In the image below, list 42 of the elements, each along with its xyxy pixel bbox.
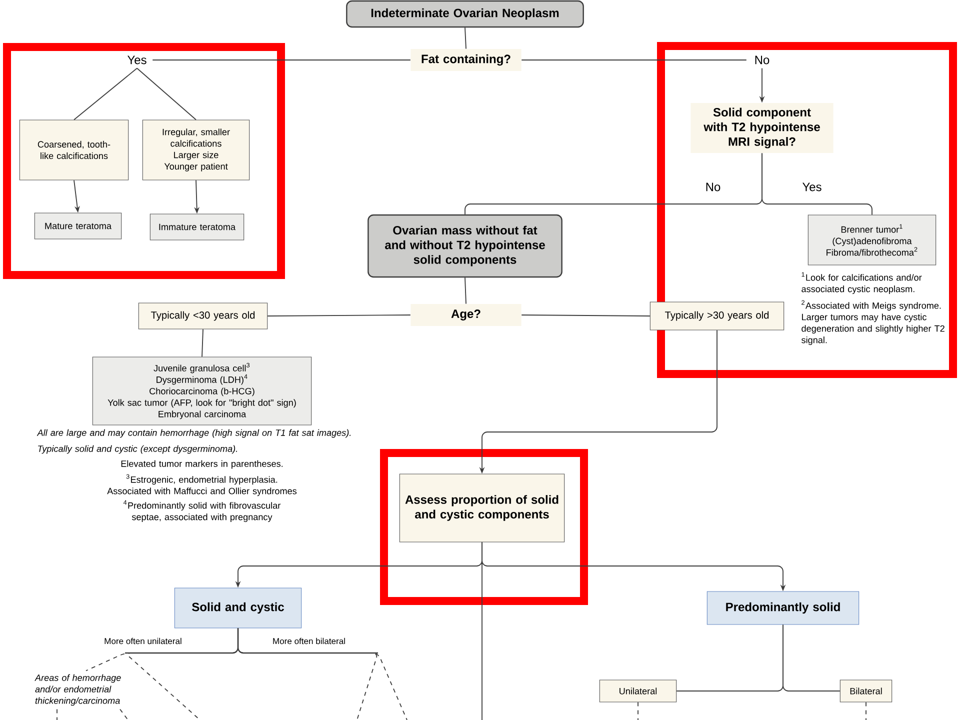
- process-box: Indeterminate Ovarian Neoplasm: [346, 0, 584, 28]
- finding-box: Coarsened, tooth-like calcifications: [19, 120, 129, 180]
- note-text: $^{1}$Look for calcifications and/or associated cystic neoplasm.: [802, 272, 922, 294]
- category-box: Solid and cystic: [174, 588, 302, 628]
- decision-label: Age?: [410, 304, 522, 326]
- connector: [74, 68, 138, 120]
- connector: [521, 314, 650, 316]
- branch-text: No: [755, 56, 770, 64]
- note-text: Areas of hemorrhage and/or endometrial thickening/carcinoma: [34, 674, 121, 706]
- note-text: Elevated tumor markers in parentheses.: [121, 460, 283, 469]
- decision-label: Fat containing?: [410, 49, 522, 71]
- age-box: Typically >30 years old: [650, 302, 784, 330]
- finding-box: Irregular, smaller calcifications Larger size Younger patient: [142, 120, 250, 180]
- process-box: Ovarian mass without fat and without T2 hypointense solid components: [368, 214, 562, 278]
- diagnosis-box: Brenner tumor$^{1}$ (Cyst)adenofibroma Fibroma/fibrothecoma$^{2}$: [808, 214, 936, 266]
- connector: [202, 328, 204, 358]
- note-text: $^{2}$Associated with Meigs syndrome. Larger tumors may have cystic degeneration and slightly higher T2 signal.: [802, 300, 944, 345]
- connector: [56, 708, 58, 720]
- note-text: Typically solid and cystic (except dysgerminoma).: [38, 445, 237, 454]
- connector: [782, 624, 840, 692]
- note-text: All are large and may contain hemorrhage (high signal on T1 fat sat images).: [36, 429, 351, 438]
- diagnosis-box: Juvenile granulosa cell$^{3}$ Dysgerminoma (LDH)$^{4}$ Choriocarcinoma (b-HCG) Yolk sac tumor (AFP, look for "bright dot" sign) Embryonal carcinoma: [92, 356, 312, 426]
- connector: [464, 277, 466, 304]
- diagnosis-box: Immature teratoma: [150, 214, 244, 240]
- note-text: $^{4}$Predominantly solid with fibrovascular septae, associated with pregnancy: [123, 500, 280, 522]
- connector: [267, 314, 411, 316]
- edge-label: No: [704, 181, 722, 193]
- connector: [136, 68, 196, 120]
- branch-text: Yes: [128, 56, 146, 64]
- decision-label: Solid component with T2 hypointense MRI signal?: [690, 103, 834, 153]
- diagnosis-box: Mature teratoma: [34, 212, 122, 240]
- side-box: Bilateral: [840, 680, 892, 702]
- process-box: Assess proportion of solid and cystic components: [399, 474, 565, 542]
- connector: [464, 27, 466, 50]
- edge-label: More often unilateral: [102, 636, 184, 646]
- connector: [237, 628, 378, 654]
- connector: [120, 708, 128, 720]
- edge-label: More often bilateral: [271, 636, 347, 646]
- note-text: $^{3}$Estrogenic, endometrial hyperplasia. Associated with Maffucci and Ollier syndromes: [107, 474, 297, 496]
- age-box: Typically <30 years old: [138, 302, 268, 330]
- side-box: Unilateral: [599, 680, 677, 702]
- category-box: Predominantly solid: [706, 591, 860, 625]
